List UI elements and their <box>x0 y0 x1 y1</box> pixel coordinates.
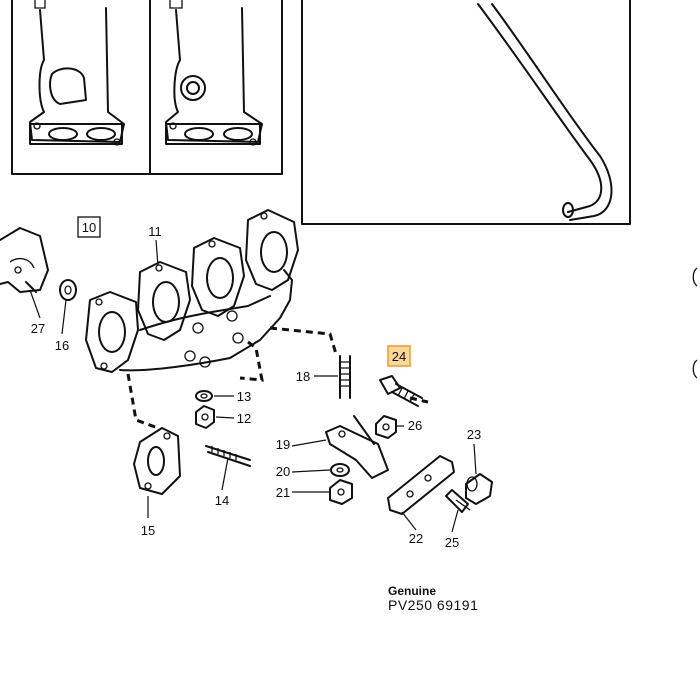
callout-26: 26 <box>408 418 422 433</box>
callout-13: 13 <box>237 389 251 404</box>
callout-19: 19 <box>276 437 290 452</box>
callout-10-box <box>77 216 101 238</box>
callout-18: 18 <box>296 369 310 384</box>
callout-22: 22 <box>409 531 423 546</box>
part-number: PV250 69191 <box>388 597 479 614</box>
callout-14: 14 <box>215 493 229 508</box>
callout-27: 27 <box>31 321 45 336</box>
inset-pipe <box>301 0 631 225</box>
callout-24-highlight <box>387 345 411 367</box>
callout-20: 20 <box>276 464 290 479</box>
inset-manifold-variants <box>11 0 283 175</box>
callout-24: 24 <box>392 349 406 364</box>
edge-mark <box>692 267 698 287</box>
callout-12: 12 <box>237 411 251 426</box>
assembly-lines <box>126 326 429 430</box>
callout-11: 11 <box>148 224 162 239</box>
callout-labels: 10 11 12 13 14 15 16 18 19 20 21 22 23 2… <box>31 216 481 550</box>
callout-16: 16 <box>55 338 69 353</box>
edge-mark <box>692 359 698 379</box>
genuine-stamp: Genuine PV250 69191 <box>388 584 479 614</box>
hardware <box>133 355 493 515</box>
callout-10: 10 <box>82 220 96 235</box>
genuine-label: Genuine <box>388 584 437 598</box>
callout-21: 21 <box>276 485 290 500</box>
callout-15: 15 <box>141 523 155 538</box>
callout-23: 23 <box>467 427 481 442</box>
callout-25: 25 <box>445 535 459 550</box>
leader-lines <box>29 239 477 533</box>
exhaust-manifold <box>0 209 299 373</box>
